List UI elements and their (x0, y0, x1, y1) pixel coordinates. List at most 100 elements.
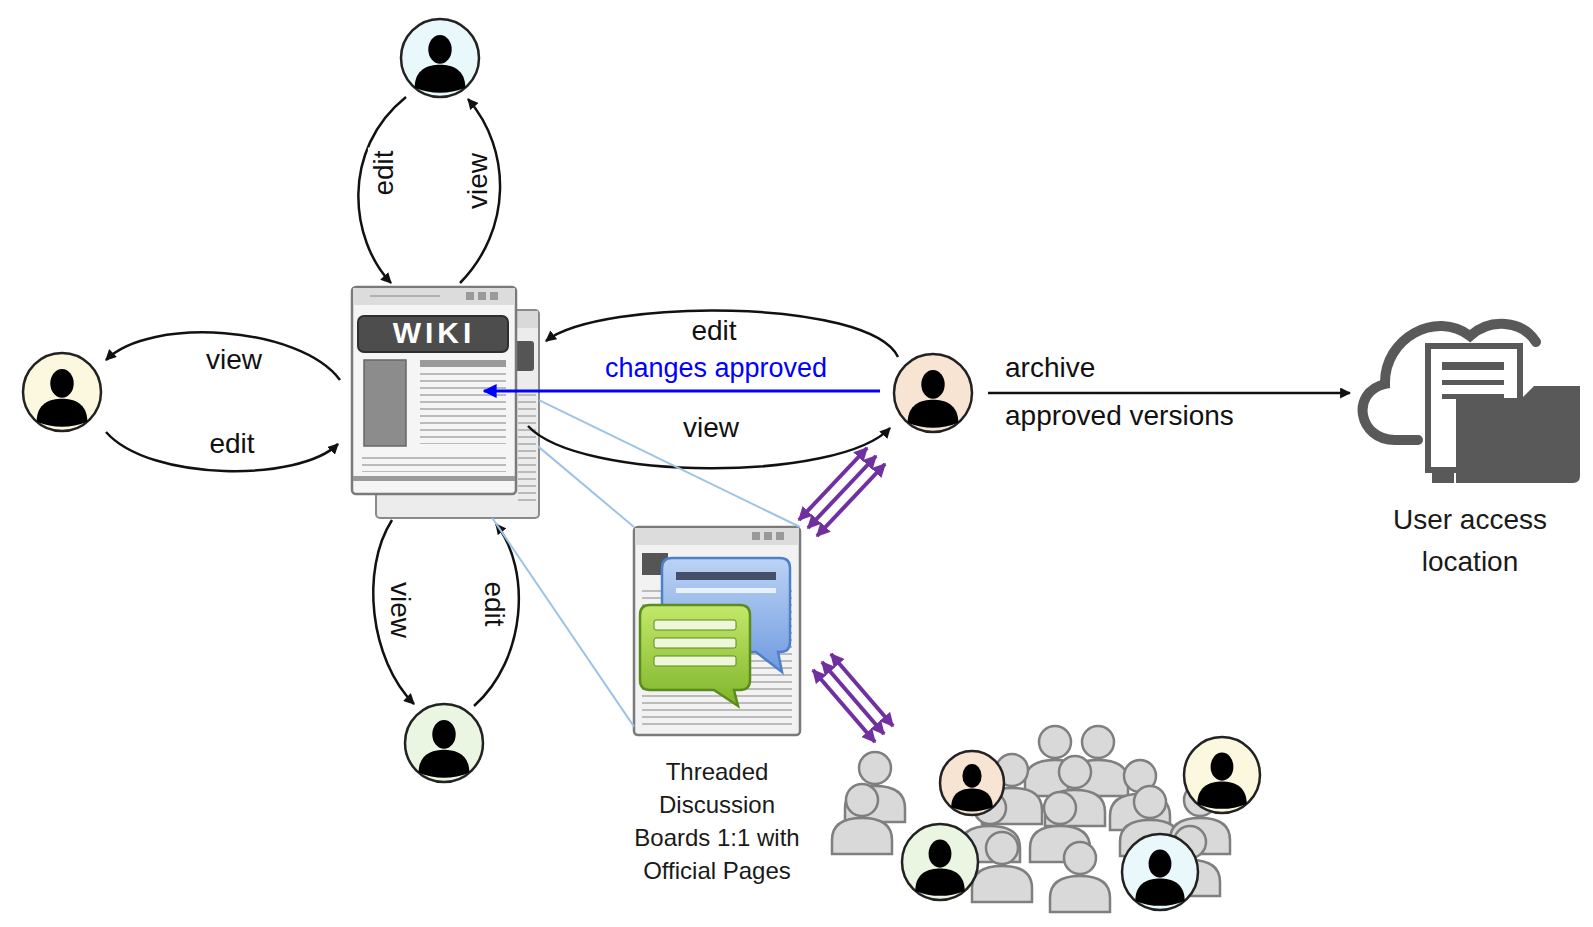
wiki-page: WIKI (352, 287, 539, 518)
edit-arrow (474, 524, 519, 706)
person-icon (902, 824, 978, 900)
person-body (37, 399, 88, 427)
crowd-person (972, 832, 1032, 902)
person-body (951, 788, 993, 811)
page-bar (635, 528, 799, 545)
arrow-label: view (384, 579, 416, 641)
double-arrow (822, 662, 884, 734)
bubble-line (676, 572, 776, 580)
person-body (1135, 878, 1184, 905)
person-circle (902, 824, 978, 900)
person-body (419, 750, 470, 778)
arrow-label: edit (478, 578, 510, 629)
node-text: User access location (1375, 499, 1565, 583)
double-arrow (813, 670, 875, 742)
person-head (432, 720, 455, 749)
person-head (962, 764, 981, 788)
discussion-board-icon (634, 527, 800, 735)
archive-arrow (988, 392, 1350, 395)
arrow-label: view (462, 150, 494, 212)
person-circle (1122, 834, 1198, 910)
crowd-head (859, 752, 891, 784)
crowd-person (1045, 756, 1105, 826)
crowd-head (1082, 726, 1114, 758)
double-arrow (799, 448, 867, 520)
crowd-head (846, 784, 878, 816)
person-head (1149, 850, 1172, 878)
person-icon (940, 751, 1004, 815)
double-arrow (808, 456, 876, 528)
person-body (915, 868, 964, 895)
person-icon (401, 19, 479, 97)
person-head (929, 840, 952, 868)
arrow-label: archive (1002, 352, 1098, 384)
arrow-label: edit (206, 428, 257, 460)
people (23, 19, 1260, 912)
perspective-line (492, 518, 634, 727)
arrow-label: edit (688, 315, 739, 347)
arrow-label: view (203, 344, 265, 376)
edit-arrow (546, 311, 898, 357)
discussion-board: Threaded Discussion Boards 1:1 with Offi… (634, 527, 800, 735)
page-bar-line (370, 295, 440, 297)
person-head (921, 370, 944, 399)
bubble-line (676, 588, 776, 593)
cloud-folder-icon (1363, 324, 1580, 483)
crowd-head (1039, 726, 1071, 758)
view-arrow (106, 332, 340, 380)
node-text: WIKI (358, 318, 510, 348)
folder-front (1456, 386, 1580, 483)
person-head (428, 35, 451, 64)
perspective-line (539, 400, 800, 527)
window-button (478, 292, 486, 300)
window-button (776, 532, 784, 540)
person-icon (1184, 737, 1260, 813)
crowd-person (845, 752, 905, 822)
crowd-person (832, 784, 892, 854)
person-circle (405, 704, 483, 782)
document-line (1442, 380, 1504, 385)
crowd-head (1064, 842, 1096, 874)
person-body (908, 400, 959, 428)
arrow-label: view (680, 412, 742, 444)
page-image (364, 360, 406, 446)
crowd-head (1134, 786, 1166, 818)
page-rules (518, 390, 536, 505)
person-head (1211, 753, 1234, 781)
user-access-location: User access location (1361, 315, 1580, 483)
arrow-label: changes approved (602, 353, 830, 384)
view-arrow (460, 99, 500, 283)
person-body (415, 65, 466, 93)
window-button (752, 532, 760, 540)
edit-arrow (358, 97, 406, 283)
person-circle (23, 353, 101, 431)
arrow-label: edit (368, 147, 400, 198)
person-circle (1184, 737, 1260, 813)
person-body (1197, 781, 1246, 808)
window-button (490, 292, 498, 300)
approval-arrow (484, 390, 880, 393)
crowd-person (1050, 842, 1110, 912)
person-icon (23, 353, 101, 431)
bubble-line (654, 620, 736, 630)
speech-bubble (640, 605, 750, 706)
page-footer (353, 476, 515, 481)
person-icon (405, 704, 483, 782)
perspective-line (538, 446, 634, 527)
window-button (764, 532, 772, 540)
page-rules (362, 452, 506, 472)
page-rules (420, 372, 506, 444)
crowd-body (1050, 876, 1110, 912)
person-circle (940, 751, 1004, 815)
crowd-head (986, 832, 1018, 864)
double-arrow (817, 464, 885, 536)
crowd-head (1059, 756, 1091, 788)
page-bar (353, 288, 515, 305)
page-heading (420, 360, 506, 367)
document-line (1442, 362, 1504, 370)
double-arrow (831, 654, 893, 726)
crowd-body (972, 866, 1032, 902)
arrows (106, 97, 1350, 706)
